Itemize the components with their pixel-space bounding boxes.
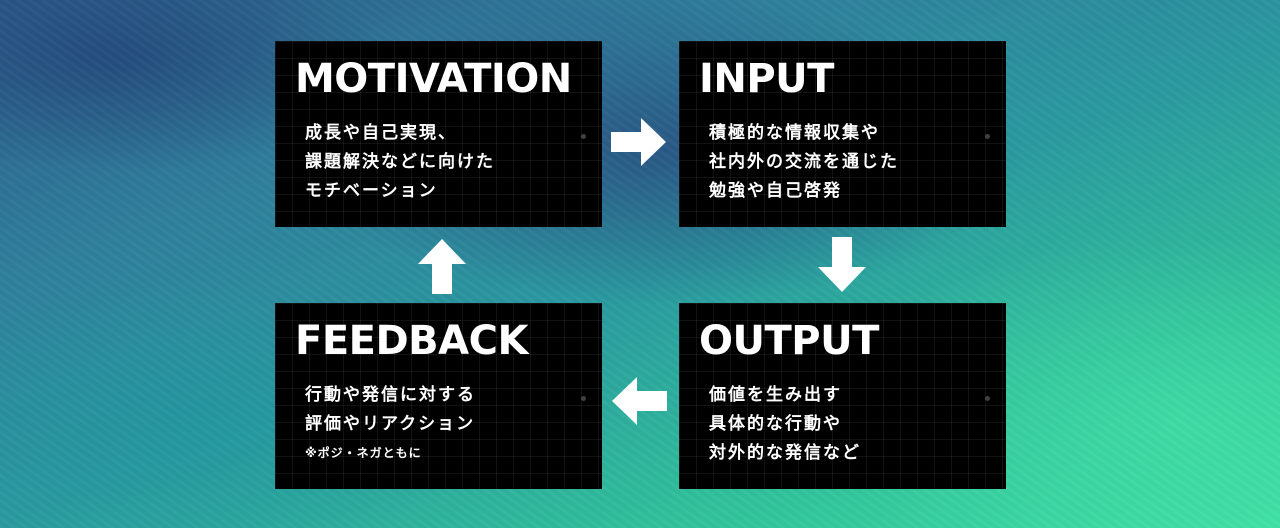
input-line: 積極的な情報収集や <box>709 123 880 143</box>
input-line: 社内外の交流を通じた <box>709 152 899 172</box>
box-dot <box>581 396 586 401</box>
motivation-box: MOTIVATION 成長や自己実現、 課題解決などに向けた モチベーション <box>275 41 602 227</box>
output-line: 具体的な行動や <box>709 414 842 434</box>
arrow-right-icon <box>611 118 666 166</box>
feedback-line: 評価やリアクション <box>305 414 476 434</box>
motivation-line: モチベーション <box>305 181 438 201</box>
arrow-down-icon <box>818 237 866 292</box>
input-description: 積極的な情報収集や 社内外の交流を通じた 勉強や自己啓発 <box>709 119 899 206</box>
feedback-box: FEEDBACK 行動や発信に対する 評価やリアクション ※ポジ・ネガともに <box>275 303 602 489</box>
arrow-up-icon <box>418 239 466 294</box>
input-box: INPUT 積極的な情報収集や 社内外の交流を通じた 勉強や自己啓発 <box>679 41 1006 227</box>
output-box: OUTPUT 価値を生み出す 具体的な行動や 対外的な発信など <box>679 303 1006 489</box>
output-line: 価値を生み出す <box>709 385 842 405</box>
motivation-line: 成長や自己実現、 <box>305 123 457 143</box>
box-dot <box>581 134 586 139</box>
output-description: 価値を生み出す 具体的な行動や 対外的な発信など <box>709 381 861 468</box>
feedback-title: FEEDBACK <box>295 318 528 364</box>
feedback-note: ※ポジ・ネガともに <box>305 446 422 460</box>
input-line: 勉強や自己啓発 <box>709 181 842 201</box>
input-title: INPUT <box>699 56 834 102</box>
box-dot <box>985 134 990 139</box>
feedback-description: 行動や発信に対する 評価やリアクション ※ポジ・ネガともに <box>305 381 476 468</box>
motivation-line: 課題解決などに向けた <box>305 152 495 172</box>
output-title: OUTPUT <box>699 318 879 364</box>
motivation-title: MOTIVATION <box>295 56 572 102</box>
motivation-description: 成長や自己実現、 課題解決などに向けた モチベーション <box>305 119 495 206</box>
arrow-left-icon <box>612 377 667 425</box>
box-dot <box>985 396 990 401</box>
feedback-line: 行動や発信に対する <box>305 385 476 405</box>
output-line: 対外的な発信など <box>709 443 861 463</box>
